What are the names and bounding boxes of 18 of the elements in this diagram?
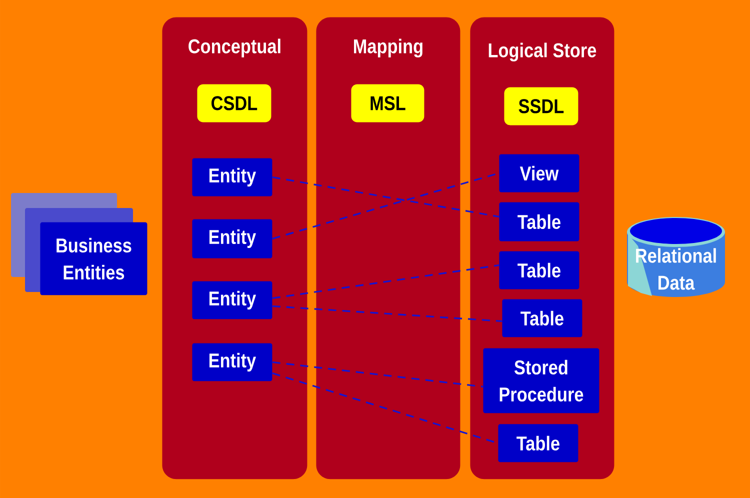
entity-box: Entity	[192, 219, 272, 258]
database-cylinder: Relational Data	[627, 217, 725, 297]
dashed-line	[272, 176, 500, 218]
entity-box: Stored Procedure	[483, 348, 600, 414]
entity-box: Table	[498, 424, 578, 462]
entity-box: Entity	[192, 158, 272, 196]
dashed-line	[272, 264, 500, 299]
tag-box: SSDL	[504, 87, 578, 126]
entity-box: Table	[499, 202, 580, 242]
entity-box: Entity	[192, 343, 272, 382]
dashed-line	[272, 305, 502, 322]
card-stack: Business Entities	[11, 193, 148, 296]
entity-box: View	[499, 154, 580, 192]
entity-box: Table	[499, 251, 580, 290]
tag-box: CSDL	[197, 84, 272, 122]
entity-box: Entity	[192, 281, 272, 320]
entity-box: Table	[502, 299, 582, 338]
tag-box: MSL	[351, 84, 424, 122]
